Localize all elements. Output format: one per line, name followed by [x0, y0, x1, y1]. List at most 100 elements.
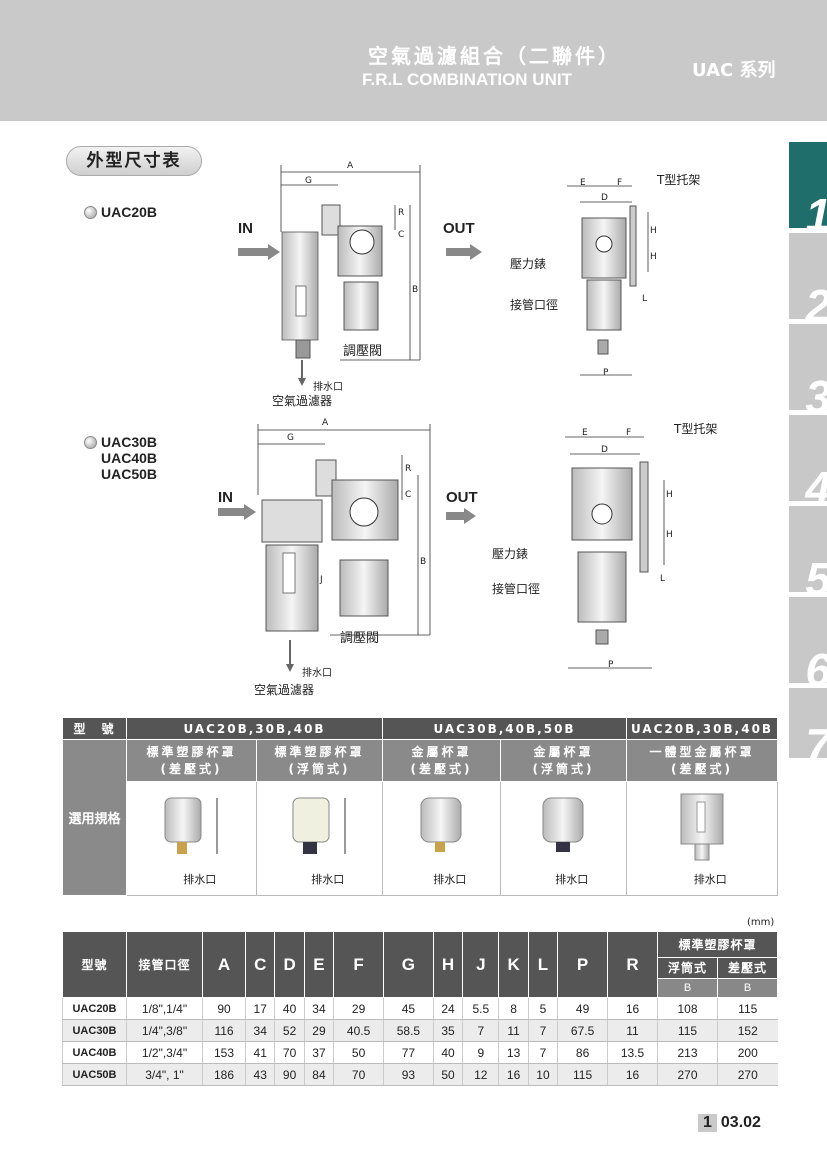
- table-cell: 11: [607, 1019, 658, 1042]
- cup-image-cell-3: 排水口: [382, 781, 501, 896]
- chapter-number: 1: [698, 1114, 717, 1132]
- filter-label-1: 空氣過濾器: [272, 394, 333, 408]
- table-cell: 34: [303, 997, 334, 1020]
- drain-label-2: 排水口: [302, 668, 332, 679]
- cup-image-cell-2: 排水口: [256, 781, 383, 896]
- side-tab-4[interactable]: 4: [789, 415, 827, 501]
- dim-h-2a: H: [666, 490, 673, 500]
- table-cell: 7: [527, 1041, 558, 1064]
- cup-header-3: 金屬杯罩(差壓式): [382, 739, 501, 782]
- col-cup-diff: 差壓式: [717, 956, 778, 979]
- dim-r: R: [398, 208, 405, 218]
- table-cell: 49: [557, 997, 608, 1020]
- bullet-icon: [84, 436, 97, 449]
- side-tab-label: 3: [805, 370, 827, 410]
- dim-g-2: G: [287, 433, 294, 443]
- table-cell: 35: [432, 1019, 463, 1042]
- col-p: P: [557, 931, 608, 998]
- side-tab-7[interactable]: 7: [789, 688, 827, 758]
- table-cell: 16: [498, 1063, 529, 1086]
- side-tab-2[interactable]: 2: [789, 233, 827, 319]
- table-cell: 3/4", 1": [126, 1063, 203, 1086]
- bracket-label-1: T型托架: [657, 173, 701, 187]
- col-e: E: [303, 931, 335, 998]
- table-cell: 1/8",1/4": [126, 997, 203, 1020]
- cup-image-cell-4: 排水口: [500, 781, 627, 896]
- drain-label-1: 排水口: [313, 382, 343, 393]
- col-c: C: [245, 931, 276, 998]
- in-label-2: IN: [218, 489, 233, 506]
- table-cell: 43: [245, 1063, 275, 1086]
- cup-drain-label-2: 排水口: [311, 873, 345, 886]
- in-label-1: IN: [238, 220, 253, 237]
- table-cell: 115: [557, 1063, 608, 1086]
- dim-c-2: C: [405, 490, 412, 500]
- table-cell: 70: [274, 1041, 305, 1064]
- model-label-uac50b: UAC50B: [101, 466, 158, 482]
- dim-j-2: J: [320, 575, 323, 585]
- table-cell: 7: [527, 1019, 558, 1042]
- metal-cup-float-icon: [542, 797, 583, 852]
- table-cell: 29: [333, 997, 384, 1020]
- table-cell: 93: [383, 1063, 434, 1086]
- col-k: K: [498, 931, 529, 998]
- dim-f: F: [617, 178, 623, 188]
- table-cell: 45: [383, 997, 434, 1020]
- table-cell: 67.5: [557, 1019, 608, 1042]
- table-cell: UAC30B: [62, 1019, 127, 1042]
- table-cell: 34: [245, 1019, 275, 1042]
- integrated-metal-cup-icon: [680, 793, 724, 861]
- bracket-label-2: T型托架: [674, 422, 718, 436]
- table-cell: 5.5: [462, 997, 499, 1020]
- table-cell: 90: [201, 997, 246, 1020]
- side-tab-label: 1: [805, 188, 827, 228]
- dim-b: B: [412, 285, 419, 295]
- dim-l-2: L: [660, 574, 666, 584]
- table-cell: 152: [717, 1019, 778, 1042]
- table-cell: 5: [527, 997, 558, 1020]
- col-a: A: [201, 931, 247, 998]
- series-label: UAC 系列: [692, 60, 776, 81]
- side-tab-6[interactable]: 6: [789, 597, 827, 683]
- table-cell: 270: [657, 1063, 718, 1086]
- side-tab-5[interactable]: 5: [789, 506, 827, 592]
- col-cup-diff-b: B: [717, 977, 778, 999]
- side-tab-3[interactable]: 3: [789, 324, 827, 410]
- table-cell: 50: [333, 1041, 384, 1064]
- side-tab-label: 4: [805, 461, 827, 501]
- col-cup-float-b: B: [657, 977, 718, 999]
- dim-c: C: [398, 230, 405, 240]
- table-cell: 70: [333, 1063, 384, 1086]
- table-cell: 1/2",3/4": [126, 1041, 203, 1064]
- col-model: 型號: [62, 931, 127, 998]
- col-cup-float: 浮筒式: [657, 956, 718, 979]
- group-header-3: UAC20B,30B,40B: [626, 717, 778, 740]
- metal-cup-icon: [420, 797, 461, 852]
- table-cell: 108: [657, 997, 718, 1020]
- model-label-uac30b: UAC30B: [101, 434, 158, 450]
- table-cell: 17: [245, 997, 275, 1020]
- dim-f-2: F: [626, 428, 632, 438]
- regulator-label-1: 調壓閥: [343, 344, 383, 359]
- cup-image-cell-1: 排水口: [126, 781, 257, 896]
- table-cell: 13: [498, 1041, 529, 1064]
- cup-drain-label-5: 排水口: [693, 873, 727, 886]
- dim-g: G: [305, 176, 312, 186]
- side-tab-label: 6: [805, 643, 827, 683]
- table-cell: 40.5: [333, 1019, 384, 1042]
- dim-p-2: P: [608, 660, 614, 670]
- dim-h2: H: [650, 252, 657, 262]
- page-title-en: F.R.L COMBINATION UNIT: [362, 70, 572, 89]
- col-port: 接管口徑: [126, 931, 203, 998]
- apply-spec-label: 選用規格: [62, 739, 127, 896]
- table-cell: 16: [607, 1063, 658, 1086]
- dimension-table: 型號 接管口徑 A C D E F G H J K L P R 標準塑膠杯罩 浮…: [62, 931, 778, 1086]
- table-cell: 200: [717, 1041, 778, 1064]
- dim-e: E: [580, 178, 586, 188]
- side-tab-1[interactable]: 1: [789, 142, 827, 228]
- table-cell: 186: [201, 1063, 246, 1086]
- cup-drain-label-3: 排水口: [433, 873, 467, 886]
- plastic-cup-icon: [164, 797, 217, 854]
